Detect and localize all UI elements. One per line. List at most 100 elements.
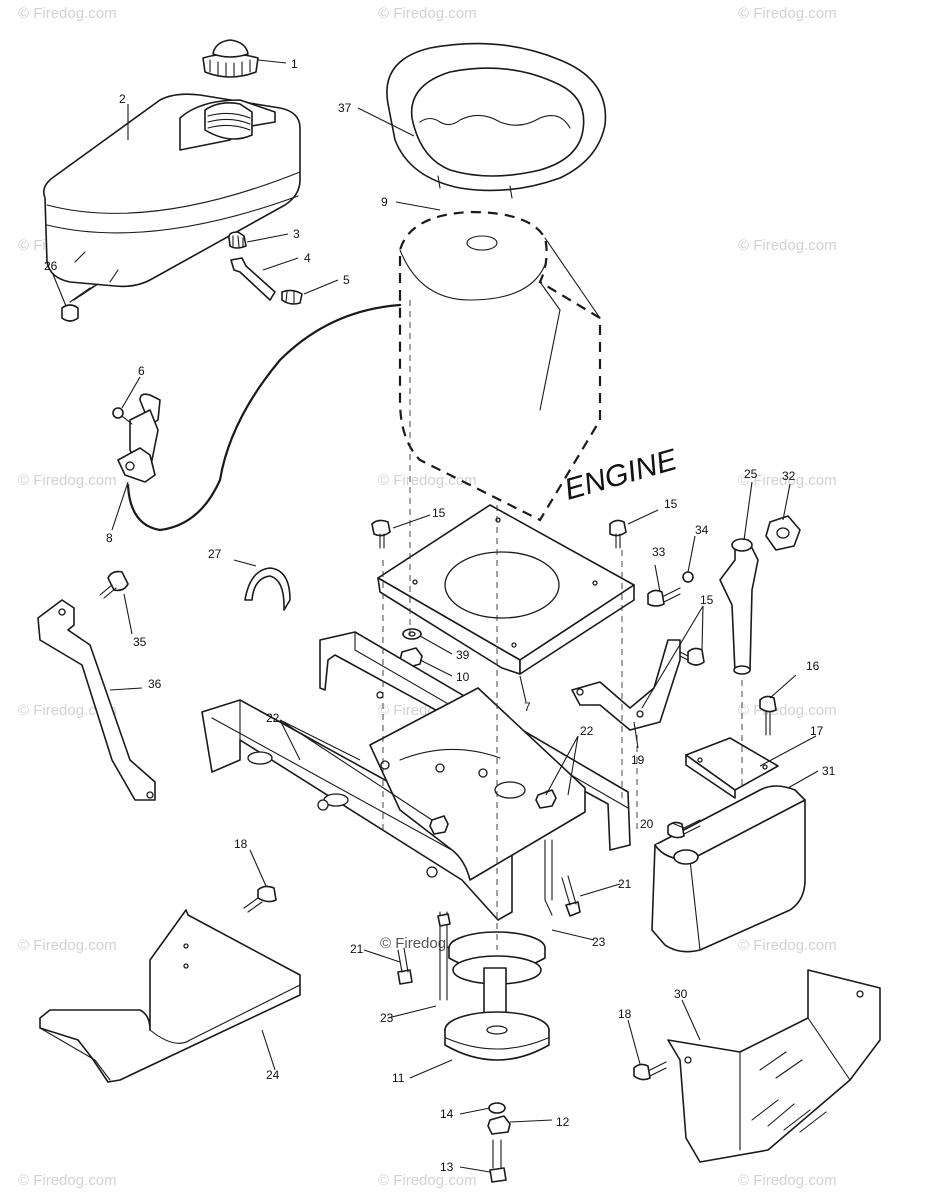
callout-11: 11: [392, 1071, 405, 1085]
callout-35: 35: [133, 635, 147, 649]
callout-15: 15: [432, 506, 446, 520]
callout-7: 7: [524, 700, 531, 714]
bolt-18-lower: [633, 1061, 667, 1081]
callout-21: 21: [618, 877, 632, 891]
watermark: © Firedog.com: [18, 702, 117, 719]
fuel-line: [230, 257, 276, 301]
throttle-cable: [126, 303, 402, 532]
watermark: © Firedog.com: [18, 1172, 117, 1189]
frame-rail-front: [201, 699, 513, 921]
callout-10: 10: [456, 670, 470, 684]
throttle-control: [117, 393, 161, 483]
blower-housing: [386, 42, 607, 199]
muffler-31: [651, 785, 806, 953]
screw-26: [61, 283, 99, 322]
bolt-15-left: [371, 519, 391, 549]
callout-2: 2: [119, 92, 126, 106]
bolt-13: [489, 1139, 507, 1183]
watermark: © Firedog.com: [18, 937, 117, 954]
callout-6: 6: [138, 364, 145, 378]
fuel-line-clamp-upper: [228, 231, 247, 249]
screw-16: [759, 695, 777, 736]
cross-plate: [369, 687, 586, 881]
callout-36: 36: [148, 677, 162, 691]
fuel-tank: [42, 93, 301, 288]
engine-mount-plate: [377, 504, 635, 675]
callout-20: 20: [640, 817, 654, 831]
bolt-18-upper: [243, 885, 277, 913]
heat-shield-17: [685, 737, 779, 799]
callout-22: 22: [266, 711, 280, 725]
bracket-19: [571, 639, 681, 731]
leader-lines: [51, 59, 819, 1173]
bolt-21-left: [397, 947, 413, 985]
callout-27: 27: [208, 547, 222, 561]
watermark: © Firedog.com: [738, 472, 837, 489]
nut-22-left: [429, 815, 449, 835]
watermark: © Firedog.com: [378, 1172, 477, 1189]
callout-13: 13: [440, 1160, 454, 1174]
callout-23: 23: [592, 935, 606, 949]
callout-31: 31: [822, 764, 836, 778]
callout-18: 18: [234, 837, 248, 851]
watermark: © Firedog.com: [738, 937, 837, 954]
callout-19: 19: [631, 753, 645, 767]
screw-33: [647, 587, 681, 607]
watermark: © Firedog.com: [378, 5, 477, 22]
callout-8: 8: [106, 531, 113, 545]
exhaust-pipe: [719, 538, 759, 675]
callout-16: 16: [806, 659, 820, 673]
screw-35: [99, 570, 129, 599]
fuel-cap: [202, 39, 259, 78]
gasket-32: [765, 515, 801, 551]
clip-27: [244, 567, 291, 611]
callout-32: 32: [782, 469, 796, 483]
callout-34: 34: [695, 523, 709, 537]
washer-14: [488, 1102, 506, 1114]
stud-23-left: [437, 911, 451, 1001]
callout-21: 21: [350, 942, 364, 956]
watermark: © Firedog.com: [378, 472, 477, 489]
callout-5: 5: [343, 273, 350, 287]
nut-22-right: [535, 789, 557, 809]
watermark: © Firedog.com: [738, 5, 837, 22]
nut-12: [487, 1115, 511, 1135]
callout-15: 15: [664, 497, 678, 511]
pulley-11: [444, 931, 550, 1061]
callouts: 1 2 3 4 5 26 37 9 6 8 27 35 36 15 15 33 …: [44, 57, 836, 1174]
callout-24: 24: [266, 1068, 280, 1082]
callout-4: 4: [304, 251, 311, 265]
screw-6: [112, 407, 133, 425]
callout-23: 23: [380, 1011, 394, 1025]
callout-17: 17: [810, 724, 824, 738]
callout-30: 30: [674, 987, 688, 1001]
hanger-bracket-30: [667, 969, 881, 1163]
callout-12: 12: [556, 1115, 570, 1129]
alignment-lines: [382, 300, 743, 950]
callout-39: 39: [456, 648, 470, 662]
bracket-36: [37, 599, 156, 801]
callout-25: 25: [744, 467, 758, 481]
callout-14: 14: [440, 1107, 454, 1121]
callout-22: 22: [580, 724, 594, 738]
callout-9: 9: [381, 195, 388, 209]
watermark: © Firedog.com: [738, 237, 837, 254]
watermark: © Firedog.com: [18, 472, 117, 489]
stud-23-right: [544, 839, 553, 916]
shield-24: [39, 909, 301, 1083]
callout-26: 26: [44, 259, 58, 273]
bolt-15-right: [609, 519, 627, 549]
watermark: © Firedog.com: [738, 1172, 837, 1189]
watermark: © Firedog.com: [18, 5, 117, 22]
callout-3: 3: [293, 227, 300, 241]
bolt-21-right: [561, 875, 581, 917]
lock-washer-34: [682, 571, 694, 583]
callout-18: 18: [618, 1007, 632, 1021]
washer-39: [402, 628, 422, 640]
callout-1: 1: [291, 57, 298, 71]
callout-37: 37: [338, 101, 352, 115]
callout-33: 33: [652, 545, 666, 559]
watermark: © Firedog.com: [738, 702, 837, 719]
callout-15: 15: [700, 593, 714, 607]
